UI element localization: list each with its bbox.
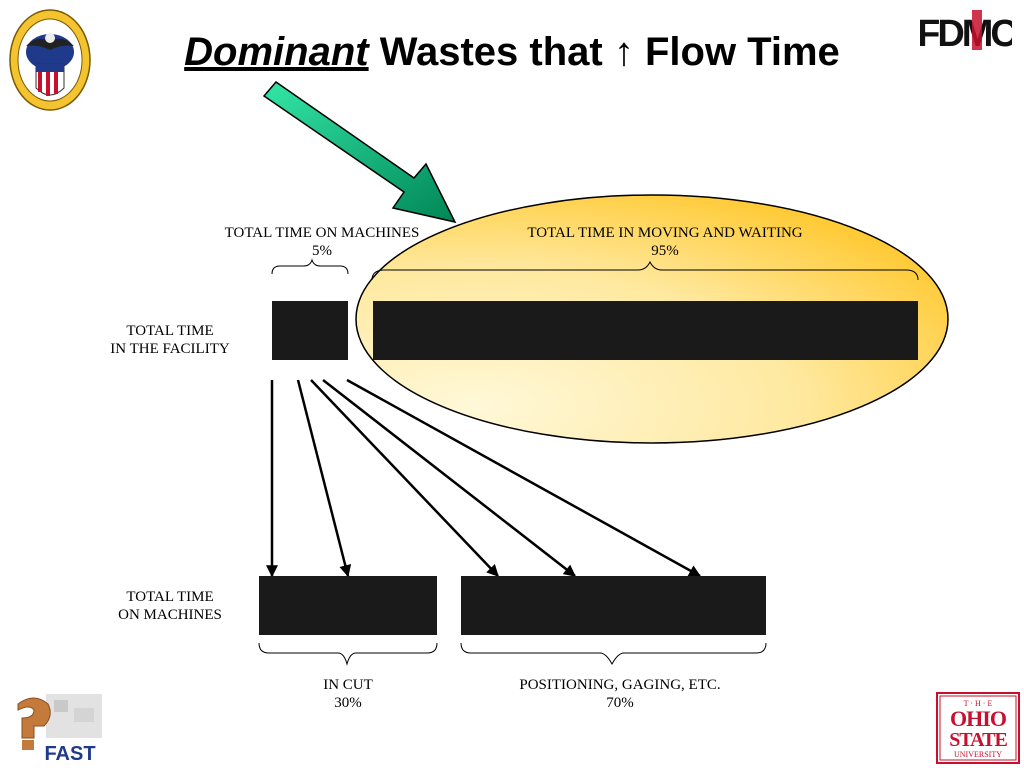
label-moving-waiting: TOTAL TIME IN MOVING AND WAITING 95% bbox=[470, 224, 860, 260]
bar-moving-waiting-95pct bbox=[373, 301, 918, 360]
osu-ohio: OHIO bbox=[950, 706, 1007, 731]
fdmc-logo-text: FDMC bbox=[920, 13, 1012, 54]
label-machines-top: TOTAL TIME ON MACHINES 5% bbox=[180, 224, 464, 260]
osu-university: UNIVERSITY bbox=[954, 750, 1002, 759]
title-emphasis: Dominant bbox=[184, 30, 369, 74]
brace-moving-waiting bbox=[371, 260, 919, 281]
label-on-machines-line2: ON MACHINES bbox=[118, 607, 222, 623]
label-facility-line1: TOTAL TIME bbox=[126, 323, 214, 339]
bar-machines-5pct bbox=[272, 301, 348, 360]
brace-machines-top bbox=[271, 258, 349, 275]
brace-positioning bbox=[460, 642, 767, 666]
green-pointer-arrow bbox=[262, 80, 457, 224]
bar-in-cut-30pct bbox=[259, 576, 437, 635]
label-positioning-pct: 70% bbox=[606, 695, 634, 711]
label-on-machines: TOTAL TIME ON MACHINES bbox=[80, 588, 260, 624]
breakdown-arrow bbox=[296, 379, 352, 578]
fast-logo-text: FAST bbox=[44, 743, 95, 764]
label-facility-line2: IN THE FACILITY bbox=[110, 341, 230, 357]
label-moving-waiting-pct: 95% bbox=[651, 243, 679, 259]
breakdown-arrow bbox=[322, 379, 576, 577]
fast-logo: FAST bbox=[17, 694, 102, 764]
label-moving-waiting-text: TOTAL TIME IN MOVING AND WAITING bbox=[527, 225, 803, 241]
label-facility: TOTAL TIME IN THE FACILITY bbox=[80, 322, 260, 358]
osu-the: T · H · E bbox=[964, 699, 993, 708]
label-machines-top-pct: 5% bbox=[312, 243, 332, 259]
brace-in-cut bbox=[258, 642, 438, 666]
breakdown-arrow bbox=[346, 378, 702, 578]
bar-positioning-70pct bbox=[461, 576, 766, 635]
ohio-state-logo: T · H · E OHIO STATE UNIVERSITY bbox=[936, 692, 1020, 764]
breakdown-arrow bbox=[310, 379, 499, 577]
osu-state: STATE bbox=[949, 729, 1007, 751]
fdmc-logo: FDMC bbox=[920, 8, 1012, 54]
label-positioning: POSITIONING, GAGING, ETC. 70% bbox=[470, 676, 770, 712]
title-rest: Wastes that ↑ Flow Time bbox=[368, 30, 840, 74]
label-in-cut-pct: 30% bbox=[334, 695, 362, 711]
dla-seal-logo bbox=[9, 9, 91, 111]
label-machines-top-text: TOTAL TIME ON MACHINES bbox=[224, 225, 420, 241]
label-in-cut-text: IN CUT bbox=[323, 677, 373, 693]
label-on-machines-line1: TOTAL TIME bbox=[126, 589, 214, 605]
label-positioning-text: POSITIONING, GAGING, ETC. bbox=[519, 677, 721, 693]
page-title: Dominant Wastes that ↑ Flow Time bbox=[0, 30, 1024, 75]
label-in-cut: IN CUT 30% bbox=[278, 676, 418, 712]
